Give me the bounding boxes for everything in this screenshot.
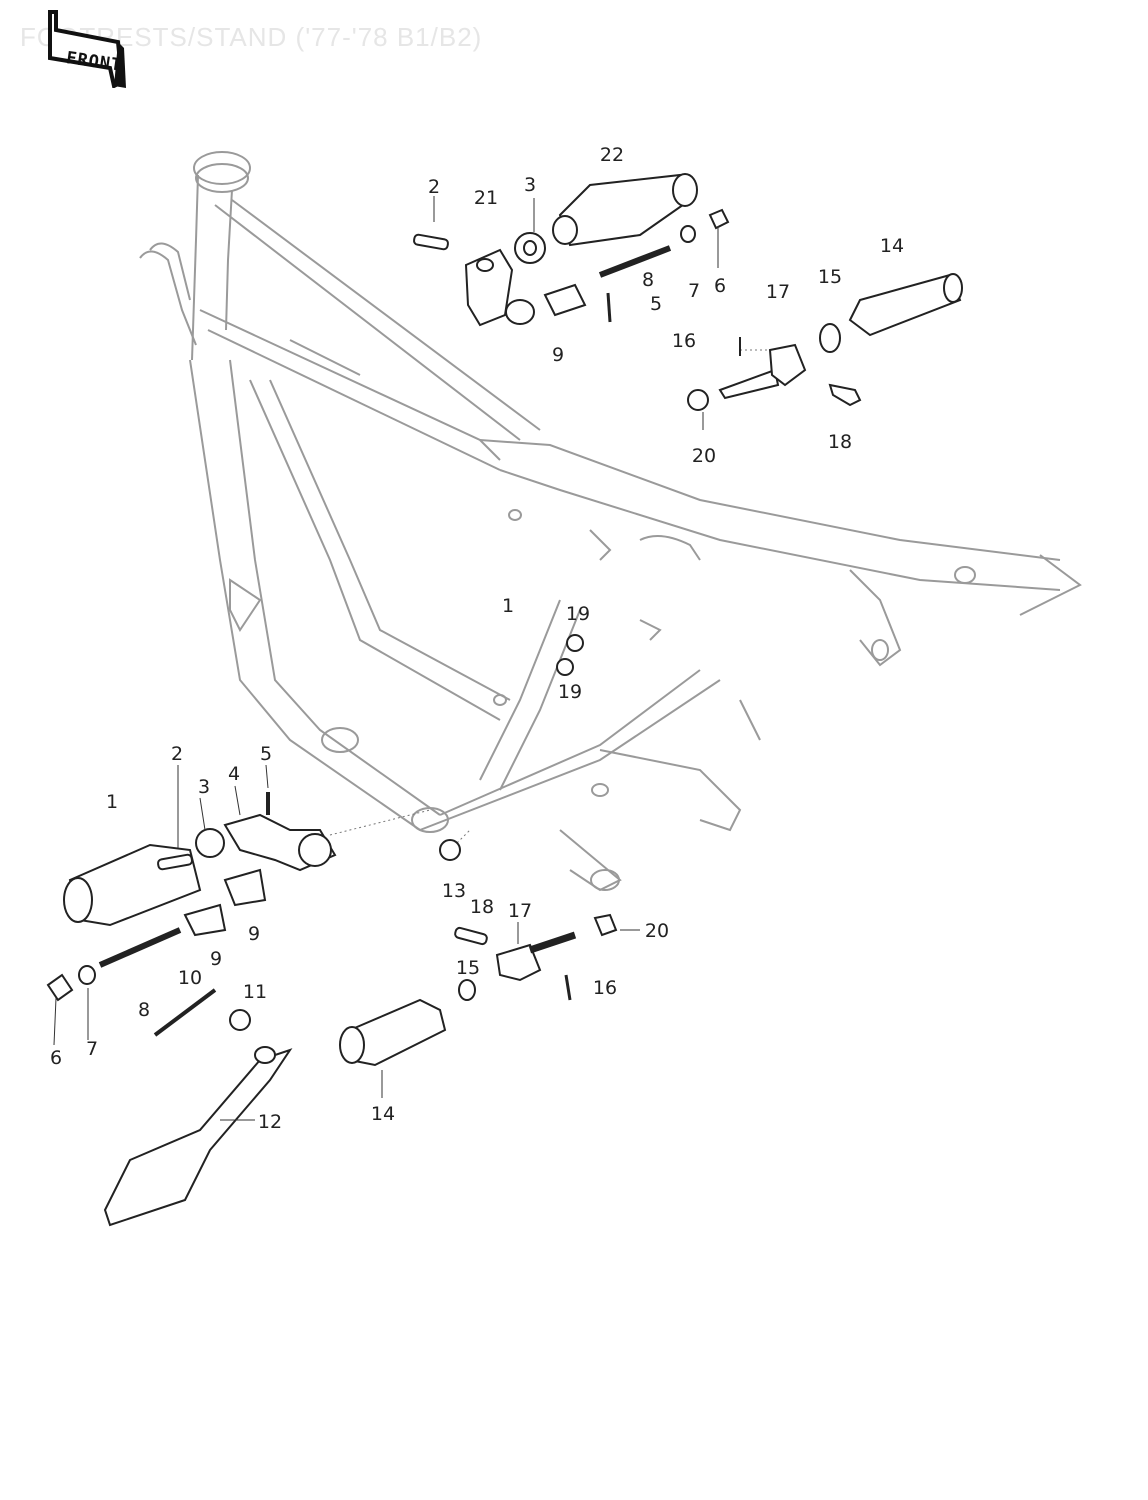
- callout-13: 13: [442, 880, 466, 902]
- callout-labels: 2 21 3 22 8 5 7 6 9 17 15 14 16 18 20 1 …: [50, 144, 904, 1133]
- washer-7-left: [78, 965, 96, 985]
- cotter-5-upper: [606, 292, 612, 323]
- callout-20-upper: 20: [692, 445, 716, 467]
- nut-20-upper: [687, 389, 709, 411]
- front-arrow-icon: [48, 10, 126, 89]
- callout-2-upper: 2: [428, 176, 440, 198]
- callout-9-upper: 9: [552, 344, 564, 366]
- callout-20-lower: 20: [645, 920, 669, 942]
- footpeg-22: [558, 173, 692, 247]
- bolt-11: [229, 1009, 251, 1031]
- pin-8-upper: [598, 245, 672, 278]
- front-direction-badge: FRONT: [18, 8, 128, 89]
- nut-6-left: [46, 973, 74, 1002]
- callout-17-upper: 17: [766, 281, 790, 303]
- callout-22: 22: [600, 144, 624, 166]
- callout-2-left: 2: [171, 743, 183, 765]
- cotter-16-lower: [564, 974, 572, 1001]
- callout-6-left: 6: [50, 1047, 62, 1069]
- lower-right-footrest-assembly: [339, 839, 618, 1067]
- washer-3-left: [195, 828, 225, 858]
- callout-14-upper: 14: [880, 235, 904, 257]
- callout-10: 10: [178, 967, 202, 989]
- callout-leaders: [53, 196, 719, 1121]
- collar-9-left-b: [183, 903, 227, 937]
- callout-5-upper: 5: [650, 293, 662, 315]
- callout-3-left: 3: [198, 776, 210, 798]
- nut-19a: [566, 634, 584, 652]
- side-stand-12: [103, 1048, 293, 1227]
- pin-8-left: [98, 927, 182, 968]
- callout-19-b: 19: [558, 681, 582, 703]
- callout-11: 11: [243, 981, 267, 1003]
- rod-17-lower: [528, 931, 577, 954]
- nut-6-upper: [708, 208, 730, 230]
- callout-1-mid: 1: [502, 595, 514, 617]
- bolt-2-upper: [413, 233, 449, 251]
- callout-8-upper: 8: [642, 269, 654, 291]
- washer-7-upper: [680, 225, 696, 243]
- callout-15-lower: 15: [456, 957, 480, 979]
- callout-12: 12: [258, 1111, 282, 1133]
- nut-20-lower: [593, 913, 618, 937]
- callout-18-upper: 18: [828, 431, 852, 453]
- bolt-18-upper: [828, 383, 862, 407]
- washer-15-lower: [458, 979, 476, 1001]
- motorcycle-frame: [139, 151, 1082, 892]
- callout-5-left: 5: [260, 743, 272, 765]
- bracket-17: [768, 343, 807, 387]
- spring-10: [153, 988, 217, 1037]
- callout-17-lower: 17: [508, 900, 532, 922]
- callout-14-lower: 14: [371, 1103, 395, 1125]
- callout-18-lower: 18: [470, 896, 494, 918]
- callout-16-lower: 16: [593, 977, 617, 999]
- callout-21: 21: [474, 187, 498, 209]
- callout-1-left: 1: [106, 791, 118, 813]
- bracket-17-lower: [495, 943, 542, 982]
- upper-footrest-assembly: [413, 173, 963, 676]
- bolt-18-lower: [454, 926, 488, 946]
- callout-16-upper: 16: [672, 330, 696, 352]
- footpeg-rubber-14-lower: [349, 998, 447, 1067]
- left-footrest-assembly: [46, 792, 337, 1227]
- callout-4: 4: [228, 763, 240, 785]
- nut-19b: [556, 658, 574, 676]
- callout-7-left: 7: [86, 1038, 98, 1060]
- callout-7-upper: 7: [688, 280, 700, 302]
- callout-3-upper: 3: [524, 174, 536, 196]
- callout-9-left-b: 9: [210, 948, 222, 970]
- callout-15-upper: 15: [818, 266, 842, 288]
- collar-9-left-a: [223, 868, 267, 907]
- callout-8-left: 8: [138, 999, 150, 1021]
- callout-19-a: 19: [566, 603, 590, 625]
- callout-9-left-a: 9: [248, 923, 260, 945]
- rod-17-upper: [718, 368, 780, 400]
- washer-15-upper: [819, 323, 841, 353]
- nut-13: [439, 839, 461, 861]
- callout-6-upper: 6: [714, 275, 726, 297]
- bolt-2-left: [157, 853, 193, 871]
- collar-9-upper: [543, 283, 587, 317]
